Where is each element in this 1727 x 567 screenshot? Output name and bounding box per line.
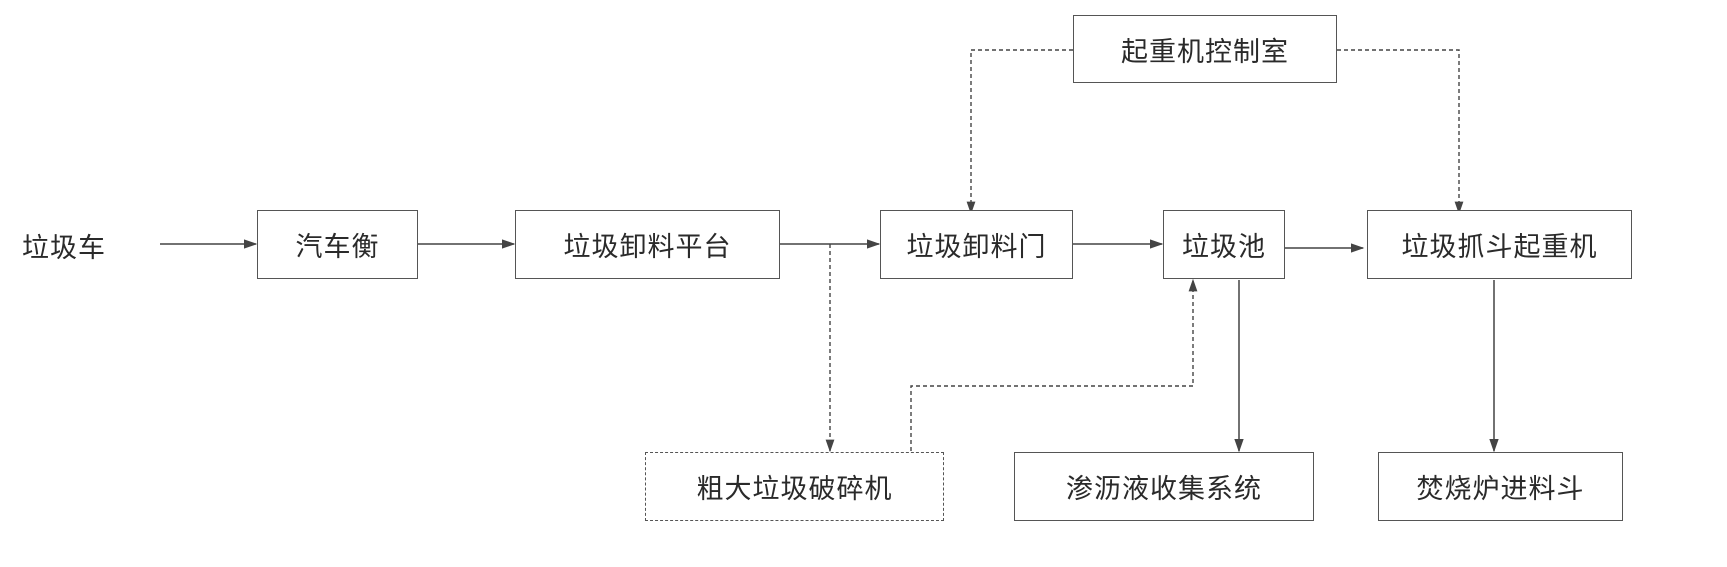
garbage-pit-label: 垃圾池: [1182, 232, 1266, 263]
unloading-platform-box: 垃圾卸料平台: [515, 210, 780, 279]
grab-crane-box: 垃圾抓斗起重机: [1367, 210, 1632, 279]
garbage-pit-box: 垃圾池: [1163, 210, 1285, 279]
edge-crusher-to-pit: [910, 278, 1198, 451]
unloading-door-label: 垃圾卸料门: [906, 232, 1047, 263]
incinerator-hopper-label: 焚烧炉进料斗: [1416, 474, 1585, 505]
bulky-crusher-box: 粗大垃圾破碎机: [645, 452, 944, 521]
unloading-platform-label: 垃圾卸料平台: [563, 232, 732, 263]
edge-control-room-to-door: [966, 49, 1073, 215]
grab-crane-label: 垃圾抓斗起重机: [1401, 232, 1598, 263]
leachate-system-box: 渗沥液收集系统: [1014, 452, 1314, 521]
truck-scale-box: 汽车衡: [257, 210, 418, 279]
edge-control-room-to-crane: [1337, 49, 1464, 215]
bulky-crusher-label: 粗大垃圾破碎机: [696, 474, 893, 505]
crane-control-room-box: 起重机控制室: [1073, 15, 1337, 83]
source-garbage-truck: 垃圾车: [22, 233, 106, 264]
leachate-system-label: 渗沥液收集系统: [1066, 474, 1262, 505]
truck-scale-label: 汽车衡: [295, 232, 380, 263]
unloading-door-box: 垃圾卸料门: [880, 210, 1073, 279]
crane-control-room-label: 起重机控制室: [1121, 36, 1289, 68]
incinerator-hopper-box: 焚烧炉进料斗: [1378, 452, 1623, 521]
